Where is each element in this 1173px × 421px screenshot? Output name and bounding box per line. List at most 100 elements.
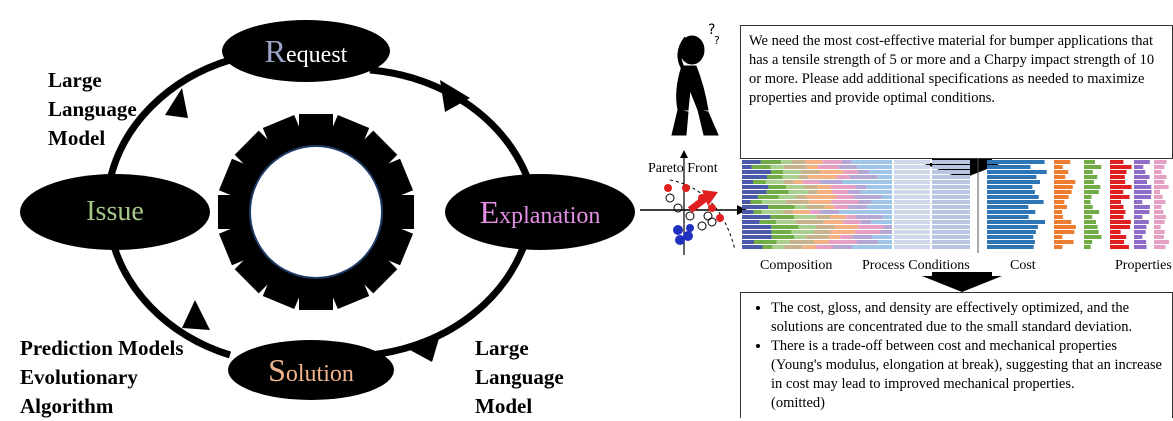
composition-bar xyxy=(856,240,878,244)
property-bar xyxy=(1154,200,1166,204)
property-bar xyxy=(1110,215,1124,219)
composition-bar xyxy=(871,200,892,204)
property-bar xyxy=(1110,185,1132,189)
svg-text:?: ? xyxy=(714,34,720,47)
composition-bar xyxy=(742,195,758,199)
composition-bar xyxy=(883,225,892,229)
process-bar xyxy=(932,170,970,174)
composition-bar xyxy=(854,195,882,199)
composition-bar xyxy=(852,245,892,249)
process-conditions-label: Process Conditions xyxy=(862,258,970,273)
composition-bar xyxy=(754,240,777,244)
composition-bar xyxy=(805,160,823,164)
composition-bar xyxy=(857,170,870,174)
composition-bar xyxy=(839,210,892,214)
arrowhead-2 xyxy=(410,335,440,362)
explanation-node: Explanation xyxy=(445,174,635,250)
cost-bar xyxy=(987,215,1029,219)
composition-bar xyxy=(771,170,784,174)
property-bar xyxy=(1054,160,1071,164)
property-bar xyxy=(1110,175,1125,179)
composition-bar xyxy=(858,225,884,229)
property-bar xyxy=(1154,230,1165,234)
composition-bar xyxy=(881,195,892,199)
omitted-text: (omitted) xyxy=(771,395,825,411)
process-bar xyxy=(894,190,930,194)
request-initial: R xyxy=(264,32,287,69)
property-bar xyxy=(1054,240,1074,244)
svg-text:?: ? xyxy=(708,22,715,38)
composition-bar xyxy=(768,205,795,209)
cost-bar xyxy=(987,175,1037,179)
composition-bar xyxy=(851,160,892,164)
property-bar xyxy=(1054,210,1063,214)
composition-bar xyxy=(815,225,835,229)
cost-label: Cost xyxy=(1010,258,1036,273)
composition-bar xyxy=(840,235,853,239)
property-bar xyxy=(1084,225,1098,229)
composition-bar xyxy=(820,170,844,174)
process-bar xyxy=(894,220,930,224)
composition-bar xyxy=(770,215,795,219)
process-bar xyxy=(894,230,930,234)
composition-bar xyxy=(860,190,892,194)
composition-bar xyxy=(808,175,837,179)
property-bar xyxy=(1110,210,1126,214)
property-bar xyxy=(1054,200,1065,204)
composition-bar xyxy=(855,215,884,219)
request-text-box: We need the most cost-effective material… xyxy=(740,25,1173,159)
cost-bar xyxy=(987,195,1039,199)
composition-bar xyxy=(838,165,858,169)
process-bar xyxy=(932,205,970,209)
composition-bar xyxy=(817,185,832,189)
property-bar xyxy=(1134,170,1146,174)
composition-bar xyxy=(793,210,811,214)
property-bar xyxy=(1110,245,1129,249)
composition-bar xyxy=(742,165,752,169)
property-bar xyxy=(1134,235,1143,239)
composition-bar xyxy=(762,245,773,249)
property-bar xyxy=(1084,245,1091,249)
composition-bar xyxy=(742,235,772,239)
property-bar xyxy=(1110,220,1131,224)
composition-bar xyxy=(848,205,867,209)
gear-icon xyxy=(218,114,414,310)
composition-bar xyxy=(798,175,809,179)
property-bar xyxy=(1110,165,1132,169)
explanation-bullets: The cost, gloss, and density are effecti… xyxy=(749,299,1164,394)
property-bar xyxy=(1134,240,1147,244)
composition-bar xyxy=(791,160,806,164)
composition-bar xyxy=(802,180,820,184)
composition-bar xyxy=(808,190,818,194)
composition-bar xyxy=(810,210,821,214)
cycle-arc-solution-to-issue xyxy=(106,229,232,359)
process-bar xyxy=(894,240,930,244)
cycle-diagram xyxy=(106,56,747,362)
property-bar xyxy=(1110,240,1125,244)
composition-bar xyxy=(860,220,872,224)
property-bar xyxy=(1154,165,1165,169)
composition-bar xyxy=(742,210,754,214)
request-text: We need the most cost-effective material… xyxy=(749,33,1155,106)
property-bar xyxy=(1054,235,1063,239)
property-bar xyxy=(1134,195,1151,199)
process-bar xyxy=(894,165,930,169)
property-bar xyxy=(1154,160,1167,164)
composition-bar xyxy=(793,180,803,184)
property-bar xyxy=(1054,180,1076,184)
property-bar xyxy=(1084,205,1093,209)
cost-bar xyxy=(987,225,1038,229)
property-bar xyxy=(1084,230,1099,234)
composition-bar xyxy=(822,160,842,164)
composition-bar xyxy=(871,220,892,224)
explanation-bullet: There is a trade-off between cost and me… xyxy=(771,337,1164,394)
composition-bar xyxy=(783,210,794,214)
property-bar xyxy=(1154,235,1164,239)
composition-bar xyxy=(832,245,853,249)
composition-bar xyxy=(742,215,771,219)
property-bar xyxy=(1110,180,1126,184)
property-bar xyxy=(1134,230,1146,234)
arrowhead-3 xyxy=(182,300,210,330)
composition-bar xyxy=(742,160,761,164)
process-bar xyxy=(894,245,930,249)
